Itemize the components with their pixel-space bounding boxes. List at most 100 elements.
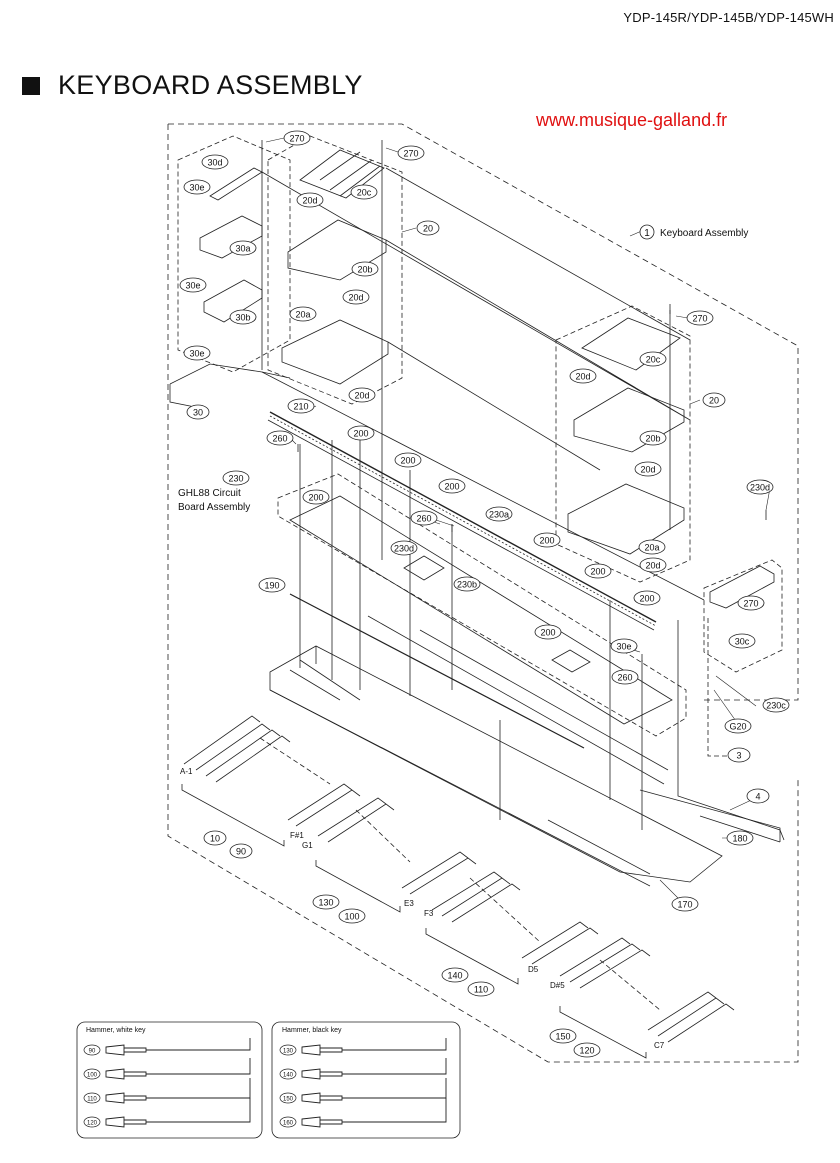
- svg-text:30: 30: [193, 408, 203, 418]
- callout-200: 200: [347, 425, 375, 441]
- callout-20d: 20d: [639, 557, 667, 573]
- svg-text:260: 260: [272, 434, 287, 444]
- svg-text:270: 270: [403, 149, 418, 159]
- note-label-F3: F3: [424, 909, 434, 918]
- page-title: KEYBOARD ASSEMBLY: [58, 70, 363, 100]
- inset-hammer-110: 110: [83, 1078, 251, 1104]
- key-group-box-center: [267, 135, 403, 405]
- callout-120: 120: [573, 1042, 601, 1058]
- svg-text:100: 100: [344, 912, 359, 922]
- callout-180: 180: [726, 830, 754, 846]
- svg-text:150: 150: [555, 1032, 570, 1042]
- watermark-url: www.musique-galland.fr: [536, 110, 728, 130]
- callout-20a: 20a: [638, 539, 666, 555]
- ghl88-label-line2: Board Assembly: [178, 502, 250, 513]
- callout-20a: 20a: [289, 306, 317, 322]
- keyboard-frame-10: [269, 645, 723, 883]
- svg-text:20d: 20d: [354, 391, 369, 401]
- ghl88-label-line1: GHL88 Circuit: [178, 488, 241, 499]
- svg-text:140: 140: [283, 1073, 294, 1079]
- circuit-board-box: [277, 473, 687, 737]
- svg-text:110: 110: [87, 1097, 97, 1103]
- svg-text:120: 120: [87, 1121, 98, 1127]
- callout-200: 200: [633, 590, 661, 606]
- key-20b: [287, 219, 387, 281]
- svg-text:30e: 30e: [185, 281, 200, 291]
- callout-190: 190: [258, 577, 286, 593]
- note-label-C7: C7: [654, 1041, 665, 1050]
- callout-270: 270: [283, 130, 311, 146]
- svg-text:200: 200: [308, 493, 323, 503]
- svg-text:30c: 30c: [735, 637, 750, 647]
- rail-180: [677, 620, 785, 841]
- callout-100: 100: [338, 908, 366, 924]
- callout-140: 140: [441, 967, 469, 983]
- heading-square-icon: [22, 76, 40, 95]
- svg-text:270: 270: [692, 314, 707, 324]
- inset-hammer-120: 120: [83, 1098, 251, 1128]
- svg-text:20b: 20b: [645, 434, 660, 444]
- svg-text:200: 200: [444, 482, 459, 492]
- callout-20c: 20c: [350, 184, 378, 200]
- callout-260: 260: [410, 510, 438, 526]
- svg-text:200: 200: [540, 628, 555, 638]
- svg-text:100: 100: [87, 1073, 98, 1079]
- svg-text:170: 170: [677, 900, 692, 910]
- svg-text:4: 4: [755, 792, 760, 802]
- hammers-E3: [401, 851, 477, 895]
- callout-90: 90: [229, 843, 253, 859]
- callout-270: 270: [737, 595, 765, 611]
- svg-text:G20: G20: [729, 722, 746, 732]
- callout-270: 270: [686, 310, 714, 326]
- svg-text:10: 10: [210, 834, 220, 844]
- svg-text:260: 260: [617, 673, 632, 683]
- callout-30e: 30e: [183, 179, 211, 195]
- callout-200: 200: [394, 452, 422, 468]
- hammers-G1: [317, 797, 395, 843]
- callout-20: 20: [416, 220, 440, 236]
- svg-text:20d: 20d: [640, 465, 655, 475]
- callout-260: 260: [611, 669, 639, 685]
- key-20a-right: [567, 483, 685, 555]
- svg-text:210: 210: [293, 402, 308, 412]
- svg-text:30d: 30d: [207, 158, 222, 168]
- svg-text:110: 110: [474, 985, 488, 995]
- callout-150: 150: [549, 1028, 577, 1044]
- callout-130: 130: [312, 894, 340, 910]
- hammers-A-1: [183, 715, 291, 783]
- note-label-D#5: D#5: [550, 981, 565, 990]
- callout-210: 210: [287, 398, 315, 414]
- keyboard-assembly-number: 1: [644, 228, 650, 239]
- callout-20d: 20d: [569, 368, 597, 384]
- callout-200: 200: [302, 489, 330, 505]
- key-group-box-30c: [703, 559, 783, 673]
- svg-text:20: 20: [709, 396, 719, 406]
- key-20c-right: [581, 317, 681, 371]
- svg-text:120: 120: [579, 1046, 594, 1056]
- section-heading: KEYBOARD ASSEMBLY: [22, 70, 363, 101]
- hammers-F#1: [287, 783, 361, 827]
- svg-text:20d: 20d: [348, 293, 363, 303]
- callout-200: 200: [533, 532, 561, 548]
- assembly-boundary: [168, 123, 799, 701]
- callout-30e: 30e: [179, 277, 207, 293]
- svg-text:20c: 20c: [357, 188, 372, 198]
- key-20a: [281, 319, 389, 385]
- note-label-A-1: A-1: [180, 767, 193, 776]
- svg-text:20d: 20d: [302, 196, 317, 206]
- callout-20c: 20c: [639, 351, 667, 367]
- svg-text:200: 200: [639, 594, 654, 604]
- hammers-D5: [521, 921, 599, 965]
- callout-20: 20: [702, 392, 726, 408]
- inset-hammer-100: 100: [83, 1058, 251, 1080]
- svg-text:90: 90: [236, 847, 246, 857]
- svg-text:230d: 230d: [750, 483, 770, 493]
- svg-text:20d: 20d: [575, 372, 590, 382]
- callout-200: 200: [534, 624, 562, 640]
- callout-20b: 20b: [639, 430, 667, 446]
- svg-text:20a: 20a: [644, 543, 659, 553]
- key-group-box-left: [177, 135, 291, 373]
- svg-text:3: 3: [736, 751, 741, 761]
- svg-text:200: 200: [590, 567, 605, 577]
